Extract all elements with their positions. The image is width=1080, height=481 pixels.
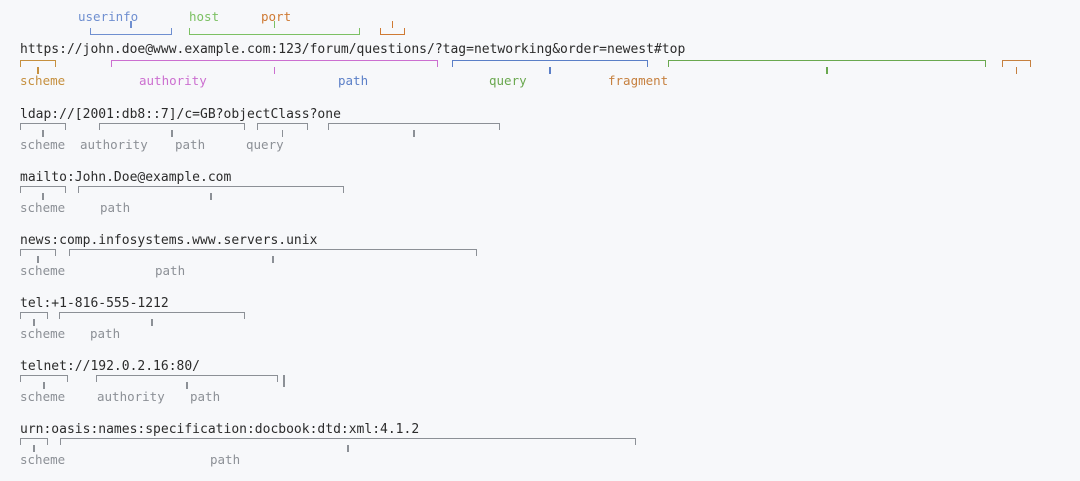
bracket-scheme-row-telnet [20, 375, 68, 389]
bracket-tick-icon [37, 256, 39, 263]
component-label-query: query [489, 73, 527, 88]
bracket-tick-icon [186, 382, 188, 389]
bracket-path-row-news [69, 249, 477, 263]
bracket-scheme-row-news [20, 249, 56, 263]
component-label-path: path [155, 263, 186, 278]
bracket-tick-icon [413, 130, 415, 137]
component-label-scheme: scheme [20, 263, 66, 278]
bracket-path-row-ldap [257, 123, 308, 137]
bracket-query-row-ldap [328, 123, 500, 137]
bracket-authority-row-https [111, 60, 438, 74]
bracket-port-row-https [380, 21, 405, 35]
bracket-tick-icon [42, 193, 44, 200]
bracket-userinfo-row-https [90, 21, 172, 35]
component-label-scheme: scheme [20, 389, 66, 404]
component-label-userinfo: userinfo [78, 9, 139, 24]
bracket-tick-icon [151, 319, 153, 326]
component-label-path: path [90, 326, 121, 341]
bracket-path-row-mailto [78, 186, 344, 200]
component-label-path: path [190, 389, 221, 404]
bracket-tick-icon [33, 445, 35, 452]
component-label-scheme: scheme [20, 73, 66, 88]
bracket-authority-row-telnet [96, 375, 278, 389]
bracket-scheme-row-https [20, 60, 56, 74]
bracket-scheme-row-ldap [20, 123, 66, 137]
component-label-port: port [261, 9, 292, 24]
bracket-tick-icon [33, 319, 35, 326]
bracket-tick-icon [549, 67, 551, 74]
component-label-path: path [210, 452, 241, 467]
component-label-scheme: scheme [20, 137, 66, 152]
bracket-tick-icon [273, 21, 276, 28]
bracket-tick-icon [1015, 67, 1018, 74]
bracket-tick-icon [210, 193, 212, 200]
uri-string-row-mailto: mailto:John.Doe@example.com [20, 170, 232, 185]
bracket-tick-icon [272, 256, 274, 263]
bracket-authority-row-ldap [99, 123, 245, 137]
bracket-tick-icon [347, 445, 349, 452]
component-label-path: path [175, 137, 206, 152]
bracket-host-row-https [189, 21, 360, 35]
uri-string-row-tel: tel:+1-816-555-1212 [20, 296, 169, 311]
bracket-fragment-row-https [1002, 60, 1031, 74]
bracket-path-row-telnet [283, 375, 285, 387]
component-label-query: query [246, 137, 284, 152]
component-label-path: path [338, 73, 369, 88]
bracket-scheme-row-tel [20, 312, 48, 326]
component-label-host: host [189, 9, 220, 24]
uri-string-row-urn: urn:oasis:names:specification:docbook:dt… [20, 422, 420, 437]
component-label-scheme: scheme [20, 326, 66, 341]
bracket-tick-icon [43, 382, 45, 389]
bracket-tick-icon [171, 130, 173, 137]
uri-string-row-https: https://john.doe@www.example.com:123/for… [20, 42, 686, 57]
bracket-tick-icon [42, 130, 44, 137]
bracket-tick-icon [273, 67, 276, 74]
uri-string-row-news: news:comp.infosystems.www.servers.unix [20, 233, 318, 248]
bracket-path-row-https [452, 60, 648, 74]
component-label-fragment: fragment [608, 73, 669, 88]
bracket-tick-icon [391, 21, 394, 28]
component-label-authority: authority [97, 389, 165, 404]
bracket-query-row-https [668, 60, 986, 74]
component-label-scheme: scheme [20, 452, 66, 467]
bracket-path-row-tel [59, 312, 245, 326]
component-label-path: path [100, 200, 131, 215]
bracket-tick-icon [826, 67, 828, 74]
bracket-scheme-row-mailto [20, 186, 66, 200]
bracket-tick-icon [281, 130, 284, 137]
component-label-authority: authority [80, 137, 148, 152]
bracket-path-row-urn [60, 438, 636, 452]
bracket-scheme-row-urn [20, 438, 48, 452]
bracket-tick-icon [130, 21, 132, 28]
component-label-authority: authority [139, 73, 207, 88]
bracket-tick-icon [37, 67, 39, 74]
uri-string-row-telnet: telnet://192.0.2.16:80/ [20, 359, 201, 374]
uri-string-row-ldap: ldap://[2001:db8::7]/c=GB?objectClass?on… [20, 107, 341, 122]
component-label-scheme: scheme [20, 200, 66, 215]
